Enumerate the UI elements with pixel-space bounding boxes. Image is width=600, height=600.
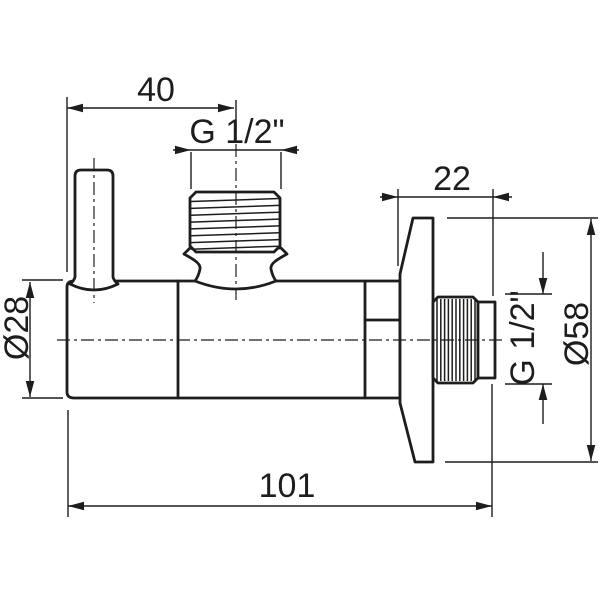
dimension-top-width-lines — [66, 97, 237, 272]
dimension-total-length-lines — [67, 384, 493, 517]
dimension-top-width — [66, 97, 237, 272]
dimension-total-length — [67, 384, 493, 517]
wall-offset-label: 22 — [433, 160, 471, 198]
dimension-body-diameter-lines — [22, 279, 63, 399]
outlet-thread-label: G 1/2" — [504, 290, 542, 385]
top-width-label: 40 — [137, 71, 175, 109]
top-thread-hatching — [190, 197, 280, 250]
dimension-outlet-thread-lines — [505, 252, 552, 424]
dimension-wall-offset — [380, 189, 512, 296]
wall-flange — [398, 216, 435, 464]
dimension-flange-diameter — [445, 217, 598, 463]
dimension-flange-diameter-lines — [445, 217, 598, 463]
dimension-top-thread-lines — [173, 149, 299, 189]
dimension-outlet-thread — [505, 252, 552, 424]
flange-diameter-label: Ø58 — [558, 302, 596, 366]
dimensions — [22, 97, 598, 517]
body-diameter-label: Ø28 — [0, 296, 36, 360]
dimension-top-thread — [173, 145, 299, 189]
wall-thread-end-cap — [476, 300, 497, 380]
dimension-wall-offset-lines — [380, 189, 512, 296]
dimension-body-diameter — [22, 279, 63, 399]
top-thread-label: G 1/2" — [189, 113, 284, 151]
total-length-label: 101 — [259, 467, 316, 505]
dimension-labels: 40 G 1/2" 22 101 Ø28 G 1/2" Ø58 — [0, 71, 596, 505]
